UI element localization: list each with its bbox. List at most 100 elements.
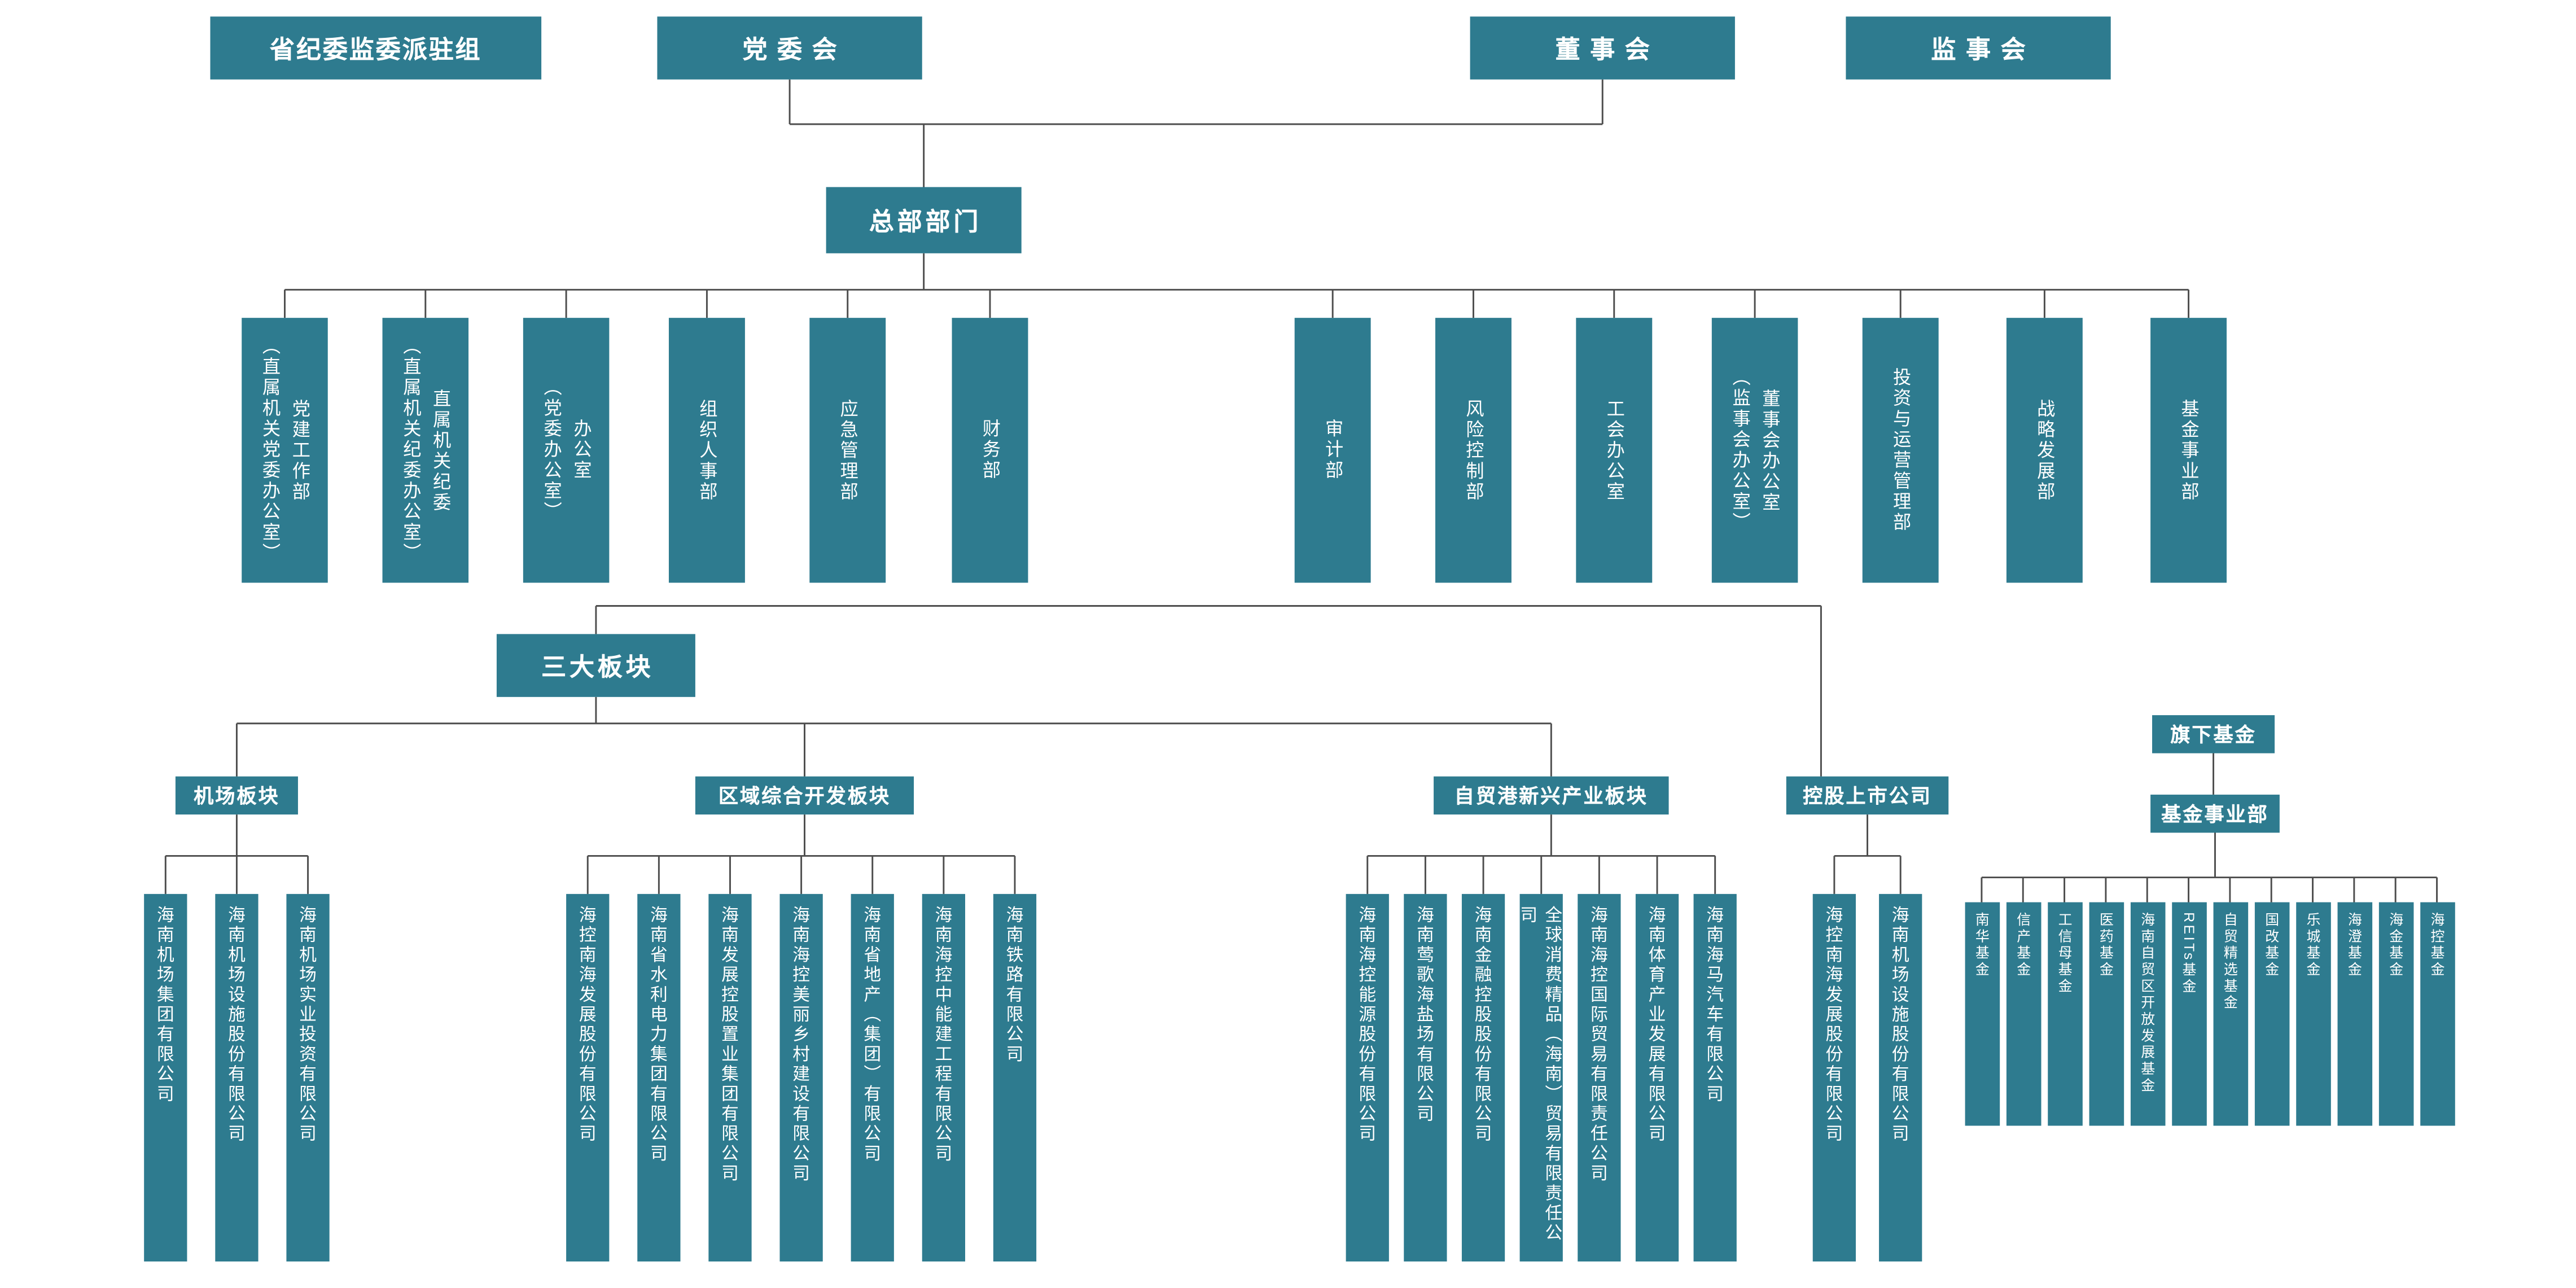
box-label: 省纪委监委派驻组 [270,36,482,64]
box-funds-header: 旗下基金 [2152,715,2275,753]
fund-name: 自贸精选基金 [2222,912,2240,1012]
dept-paren: （监事会办公室） [1730,367,1750,533]
box-supervisory-board: 监事会 [1846,16,2111,80]
company-box: 海南发展控股置业集团有限公司 [708,893,752,1262]
dept-name: 组织人事部 [696,398,717,502]
dept-name: 办公室 [571,419,592,481]
dept-box: 财务部 [952,318,1028,583]
company-name: 海南海控国际贸易有限责任公司 [1588,905,1609,1184]
dept-name: 工会办公室 [1604,398,1624,502]
fund-box: 医药基金 [2089,902,2124,1126]
dept-box: 董事会办公室 （监事会办公室） [1711,318,1798,583]
company-name: 海南铁路有限公司 [1004,905,1024,1064]
company-box: 海南海马汽车有限公司 [1693,893,1737,1262]
fund-box: 海金基金 [2378,902,2414,1126]
box-three-sectors: 三大板块 [496,634,695,697]
dept-name: 党建工作部 [290,398,310,502]
fund-box: 信产基金 [2006,902,2041,1126]
company-box: 海控南海发展股份有限公司 [1812,893,1856,1262]
box-board-of-directors: 董事会 [1470,16,1735,80]
dept-box: 审计部 [1294,318,1371,583]
box-sector-ftz: 自贸港新兴产业板块 [1434,776,1669,815]
company-box: 海南省地产（集团）有限公司 [851,893,894,1262]
dept-box: 党建工作部（直属机关党委办公室） [242,318,328,583]
sector-label: 机场板块 [194,785,280,808]
dept-box: 组织人事部 [668,318,745,583]
company-box: 海南机场集团有限公司 [144,893,187,1262]
box-sector-listed: 控股上市公司 [1786,776,1949,815]
fund-box: 乐城基金 [2296,902,2331,1126]
box-sector-airport: 机场板块 [175,776,298,815]
fund-name: 乐城基金 [2305,912,2322,979]
company-box: 海南省水利电力集团有限公司 [637,893,681,1262]
fund-box: 海控基金 [2420,902,2455,1126]
dept-box: 战略发展部 [2006,318,2083,583]
sector-label: 区域综合开发板块 [718,785,891,808]
fund-box: 工信母基金 [2048,902,2083,1126]
company-box: 海南海控能源股份有限公司 [1346,893,1389,1262]
fund-box: 国改基金 [2254,902,2290,1126]
dept-box: 投资与运营管理部 [1862,318,1939,583]
company-name: 海南机场设施股份有限公司 [1890,905,1910,1144]
dept-box: 工会办公室 [1576,318,1653,583]
fund-name: 工信母基金 [2057,912,2074,995]
fund-name: 国改基金 [2264,912,2281,979]
box-label: 党委会 [742,36,847,64]
company-name: 海南机场实业投资有限公司 [297,905,317,1144]
fund-name: 海控基金 [2429,912,2446,979]
dept-name: 应急管理部 [838,398,858,502]
company-name: 海南体育产业发展有限公司 [1646,905,1667,1144]
sector-label: 自贸港新兴产业板块 [1454,785,1648,808]
dept-box: 应急管理部 [809,318,886,583]
dept-name: 审计部 [1322,419,1343,481]
company-box: 海南金融控股股份有限公司 [1461,893,1505,1262]
sector-label: 控股上市公司 [1803,785,1932,808]
company-name: 海南莺歌海盐场有限公司 [1414,905,1435,1124]
company-name: 海南海控中能建工程有限公司 [932,905,953,1164]
box-label: 监事会 [1931,36,2036,64]
company-box: 海南机场实业投资有限公司 [286,893,330,1262]
dept-box: 基金事业部 [2150,318,2227,583]
dept-name: 基金事业部 [2178,398,2199,502]
dept-name: 财务部 [980,419,1000,481]
company-name: 海南机场设施股份有限公司 [226,905,246,1144]
company-name: 海南机场集团有限公司 [155,905,175,1105]
fund-box: 自贸精选基金 [2213,902,2249,1126]
fund-box: 南华基金 [1965,902,2000,1126]
dept-box: 办公室（党委办公室） [523,318,610,583]
fund-box: 海澄基金 [2337,902,2373,1126]
box-label: 三大板块 [541,653,654,681]
company-box: 海南机场设施股份有限公司 [1879,893,1922,1262]
company-name: 海控南海发展股份有限公司 [577,905,597,1144]
company-box: 海控南海发展股份有限公司 [566,893,610,1262]
dept-name: 直属机关纪委 [430,388,450,512]
dept-name: 战略发展部 [2034,398,2054,502]
box-label: 董事会 [1555,36,1660,64]
box-fund-division: 基金事业部 [2150,794,2280,833]
company-name: 全球消费精品（海南）贸易有限责任公司 [1518,905,1563,1243]
company-name: 海南金融控股股份有限公司 [1472,905,1493,1144]
dept-name: 投资与运营管理部 [1890,367,1911,533]
company-box: 海南铁路有限公司 [993,893,1037,1262]
box-sector-regional: 区域综合开发板块 [695,776,914,815]
box-label: 旗下基金 [2170,723,2257,747]
company-name: 海南海控能源股份有限公司 [1356,905,1377,1144]
company-name: 海南省地产（集团）有限公司 [861,905,882,1164]
fund-name: 海南自贸区开放发展基金 [2140,912,2157,1094]
box-party-committee: 党委会 [657,16,922,80]
dept-paren: （直属机关纪委办公室） [400,336,421,564]
company-box: 海南海控中能建工程有限公司 [922,893,965,1262]
company-box: 海南体育产业发展有限公司 [1635,893,1679,1262]
fund-name: 信产基金 [2016,912,2032,979]
company-box: 全球消费精品（海南）贸易有限责任公司 [1518,893,1563,1262]
company-box: 海南海控国际贸易有限责任公司 [1578,893,1621,1262]
fund-name: 海金基金 [2387,912,2405,979]
fund-box: REITs基金 [2172,902,2207,1126]
company-box: 海南海控美丽乡村建设有限公司 [779,893,823,1262]
dept-name: 董事会办公室 [1759,388,1780,512]
company-box: 海南莺歌海盐场有限公司 [1404,893,1447,1262]
fund-name: 医药基金 [2098,912,2115,979]
fund-name: 南华基金 [1974,912,1991,979]
